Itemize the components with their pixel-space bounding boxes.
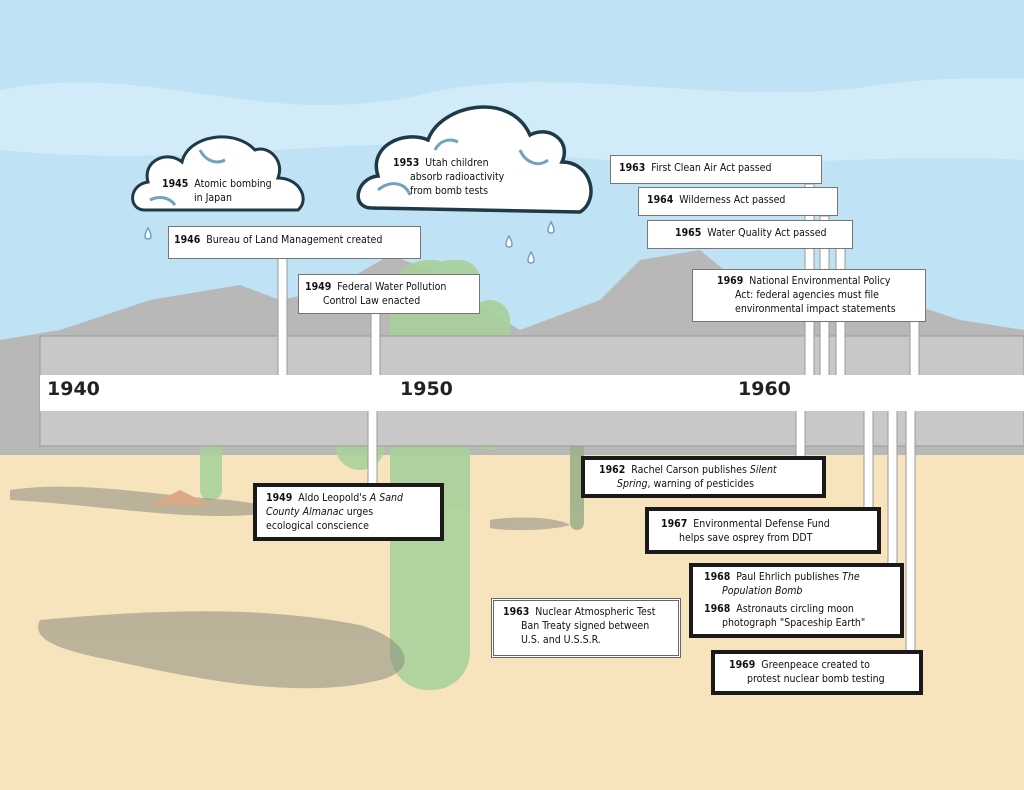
event-1968-population-bomb: 1968 Paul Ehrlich publishes The Populatio…	[704, 570, 900, 598]
event-text: U.S. and U.S.S.R.	[521, 634, 601, 646]
event-year: 1968	[704, 603, 731, 615]
event-text: Paul Ehrlich publishes	[736, 571, 843, 583]
event-year: 1969	[717, 275, 744, 287]
event-text: Nuclear Atmospheric Test	[535, 606, 656, 618]
event-text: environmental impact statements	[735, 303, 896, 315]
event-year: 1964	[647, 194, 674, 206]
event-year: 1949	[305, 281, 332, 293]
event-text: ecological conscience	[266, 520, 369, 532]
event-text: from bomb tests	[410, 185, 488, 197]
event-year: 1965	[675, 227, 702, 239]
cloud-1945	[131, 135, 305, 212]
event-1963-test-ban: 1963 Nuclear Atmospheric Test Ban Treaty …	[491, 598, 681, 658]
event-year: 1945	[162, 178, 189, 190]
event-year: 1969	[729, 659, 756, 671]
event-text: helps save osprey from DDT	[679, 532, 813, 544]
event-year: 1949	[266, 492, 293, 504]
book-title: The	[842, 571, 860, 583]
event-text: Control Law enacted	[323, 295, 421, 307]
event-1962-silent-spring: 1962 Rachel Carson publishes Silent Sprin…	[581, 456, 826, 498]
ground-shadows	[10, 486, 570, 689]
book-title: Spring	[617, 478, 648, 490]
event-text: Wilderness Act passed	[679, 194, 786, 206]
book-title: Population Bomb	[722, 585, 803, 597]
event-text: Bureau of Land Management created	[206, 234, 383, 246]
event-text: Environmental Defense Fund	[693, 518, 830, 530]
event-text: protest nuclear bomb testing	[747, 673, 885, 685]
event-year: 1953	[393, 157, 420, 169]
event-text: Ban Treaty signed between	[521, 620, 650, 632]
event-text: Atomic bombing	[194, 178, 272, 190]
raindrops	[144, 220, 555, 264]
event-text: Astronauts circling moon	[736, 603, 854, 615]
event-text: Greenpeace created to	[761, 659, 870, 671]
event-text: National Environmental Policy	[749, 275, 891, 287]
event-text: Act: federal agencies must file	[735, 289, 879, 301]
event-text: Aldo Leopold's	[298, 492, 370, 504]
cloud-1953	[356, 105, 593, 214]
timeline-axis	[40, 375, 1024, 411]
event-text: Federal Water Pollution	[337, 281, 447, 293]
event-text: Rachel Carson publishes	[631, 464, 750, 476]
event-year: 1962	[599, 464, 626, 476]
event-1953-utah-children: 1953 Utah children absorb radioactivity f…	[393, 156, 504, 198]
event-1949-water-pollution: 1949 Federal Water Pollution Control Law …	[298, 274, 480, 314]
event-text: , warning of pesticides	[647, 478, 755, 490]
event-year: 1963	[503, 606, 530, 618]
event-year: 1967	[661, 518, 688, 530]
event-1965-water-quality: 1965 Water Quality Act passed	[647, 220, 853, 249]
event-text: in Japan	[194, 192, 232, 204]
event-year: 1963	[619, 162, 646, 174]
event-year: 1968	[704, 571, 731, 583]
event-text: absorb radioactivity	[410, 171, 505, 183]
year-label-1950: 1950	[400, 378, 453, 400]
event-1968-group: 1968 Paul Ehrlich publishes The Populatio…	[689, 563, 904, 638]
event-text: photograph "Spaceship Earth"	[722, 617, 866, 629]
event-1968-spaceship-earth: 1968 Astronauts circling moon photograph …	[704, 602, 900, 630]
event-1969-nepa: 1969 National Environmental Policy Act: f…	[692, 269, 926, 322]
event-text: Utah children	[425, 157, 489, 169]
year-label-1960: 1960	[738, 378, 791, 400]
event-1969-greenpeace: 1969 Greenpeace created to protest nuclea…	[711, 650, 923, 695]
event-text: First Clean Air Act passed	[651, 162, 772, 174]
event-1945-atomic-bombing: 1945 Atomic bombing in Japan	[162, 177, 272, 205]
event-text: urges	[343, 506, 374, 518]
book-title: Silent	[749, 464, 777, 476]
book-title: A Sand	[369, 492, 403, 504]
event-1967-edf: 1967 Environmental Defense Fund helps sav…	[645, 507, 881, 554]
event-text: Water Quality Act passed	[707, 227, 827, 239]
event-year: 1946	[174, 234, 201, 246]
book-title: County Almanac	[266, 506, 344, 518]
event-1949-leopold: 1949 Aldo Leopold's A Sand County Almanac…	[253, 483, 444, 541]
event-1946-blm: 1946 Bureau of Land Management created	[168, 226, 421, 259]
event-1963-clean-air: 1963 First Clean Air Act passed	[610, 155, 822, 184]
year-label-1940: 1940	[47, 378, 100, 400]
event-1964-wilderness: 1964 Wilderness Act passed	[638, 187, 838, 216]
